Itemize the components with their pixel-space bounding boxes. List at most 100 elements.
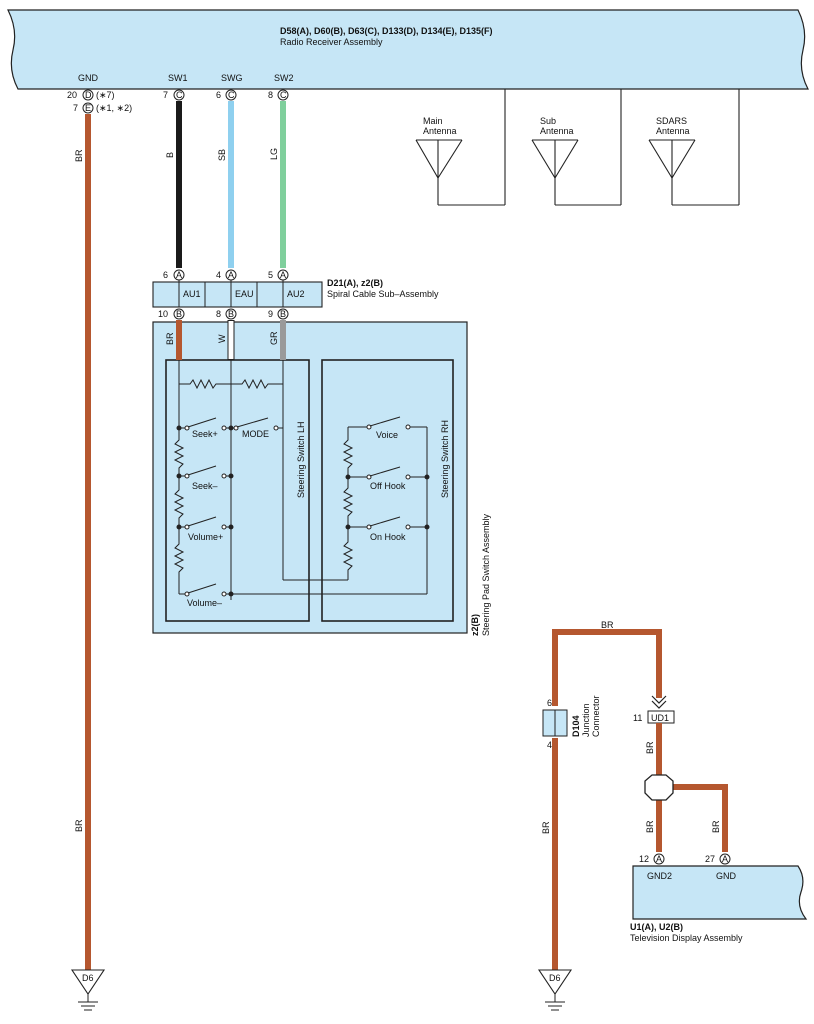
terminal-label: EAU [235, 289, 254, 299]
ground-right: D6 [537, 969, 573, 1011]
connector-letter: E [85, 103, 91, 113]
tv-subtitle: Television Display Assembly [630, 933, 743, 943]
wire-label: W [217, 334, 227, 343]
switch-label: Seek+ [192, 429, 218, 439]
radio-subtitle: Radio Receiver Assembly [280, 37, 383, 47]
pin-num: 4 [216, 270, 221, 280]
pin-num: 27 [705, 854, 715, 864]
resistor-symbol [179, 378, 231, 390]
switch-label: Off Hook [370, 481, 406, 491]
antenna-label: Sub [540, 116, 556, 126]
pin-label-gnd: GND [78, 73, 99, 83]
pin-num: 10 [158, 309, 168, 319]
steering-switch-rh-title: Steering Switch RH [440, 420, 450, 498]
connector-circle [173, 89, 185, 101]
steering-pad-assembly: 10 B 8 B 9 B BR W GR [152, 308, 491, 636]
connector-letter: A [656, 854, 662, 864]
connector-circle [277, 89, 289, 101]
connector-letter: A [722, 854, 728, 864]
ground-left: D6 [70, 969, 106, 1011]
wire-label: B [165, 152, 175, 158]
connector-circle [173, 308, 185, 320]
sub-antenna-icon [531, 139, 579, 205]
radio-receiver-assembly: D58(A), D60(B), D63(C), D133(D), D134(E)… [7, 9, 809, 90]
pin-note: (∗7) [96, 90, 115, 100]
antenna-label: Main [423, 116, 443, 126]
rh-circuit [342, 416, 430, 594]
br-top-wire [552, 629, 662, 706]
tv-circuit: BR BR 6 4 D104 Junction Connector UD1 11… [541, 620, 808, 972]
pin-label-swg: SWG [221, 73, 243, 83]
wire-label: LG [269, 148, 279, 160]
ground-label: D6 [549, 973, 561, 983]
pin-num: 4 [547, 740, 552, 750]
pin-label-sw1: SW1 [168, 73, 188, 83]
connector-letter: A [228, 270, 234, 280]
steering-switch-rh-box [321, 359, 454, 622]
pin-label-sw2: SW2 [274, 73, 294, 83]
switch-label: On Hook [370, 532, 406, 542]
main-antenna-icon [415, 139, 463, 205]
wire-label: BR [74, 819, 84, 832]
radio-pins: 20 D (∗7) 7 E (∗1, ∗2) 7 C 6 C 8 C [67, 89, 289, 114]
connector-letter: B [228, 309, 234, 319]
pin-num: 11 [633, 713, 642, 723]
antenna-label: Antenna [656, 126, 690, 136]
steering-pad-title: z2(B) [470, 614, 480, 636]
ground-label: D6 [82, 973, 94, 983]
junction-subtitle: Junction [581, 703, 591, 737]
wire-label: BR [601, 620, 614, 630]
resistor-symbol [231, 378, 283, 390]
wire-label: BR [541, 821, 551, 834]
pin-num: 20 [67, 90, 77, 100]
connector-letter: C [280, 90, 287, 100]
pin-num: 7 [163, 90, 168, 100]
switch-label: Volume+ [188, 532, 223, 542]
antenna-labels: Main Antenna Sub Antenna SDARS Antenna [423, 116, 690, 136]
wire-label: BR [165, 332, 175, 345]
tv-pin-label: GND [716, 871, 737, 881]
connector-circle [277, 308, 289, 320]
pin-num: 8 [216, 309, 221, 319]
terminal-label: AU2 [287, 289, 305, 299]
connector-letter: B [176, 309, 182, 319]
wire-label: BR [645, 820, 655, 833]
connector-circle [82, 102, 94, 114]
sdars-antenna-icon [648, 139, 696, 205]
radio-title: D58(A), D60(B), D63(C), D133(D), D134(E)… [280, 26, 493, 36]
pin-num: 6 [547, 698, 552, 708]
terminal-label: AU1 [183, 289, 201, 299]
tv-pin-label: GND2 [647, 871, 672, 881]
connector-circle [225, 89, 237, 101]
pin-num: 8 [268, 90, 273, 100]
radio-wires [85, 101, 286, 972]
pin-num: 7 [73, 103, 78, 113]
lh-circuit [173, 360, 427, 600]
wire-color-labels: BR BR B SB LG [74, 148, 279, 832]
junction-title: D104 [571, 715, 581, 737]
wire-label: GR [269, 331, 279, 345]
television-display-box [632, 865, 808, 920]
pin-num: 6 [163, 270, 168, 280]
ground-point-icon [70, 969, 106, 995]
connector-letter: A [176, 270, 182, 280]
ud1-label: UD1 [651, 713, 669, 723]
antenna-label: Antenna [423, 126, 457, 136]
connector-letter: C [228, 90, 235, 100]
steering-switch-lh-title: Steering Switch LH [296, 421, 306, 498]
spiral-subtitle: Spiral Cable Sub–Assembly [327, 289, 439, 299]
steering-pad-subtitle: Steering Pad Switch Assembly [481, 513, 491, 636]
wire-label: BR [711, 820, 721, 833]
spiral-cable: 6 A 4 A 5 A AU1 EAU AU2 D21(A), z2(B) Sp… [152, 269, 439, 308]
connector-letter: D [85, 90, 92, 100]
splice-point-icon [644, 774, 674, 801]
connector-letter: C [176, 90, 183, 100]
antenna-label: Antenna [540, 126, 574, 136]
connector-letter: B [280, 309, 286, 319]
connector-circle [82, 89, 94, 101]
switch-label: MODE [242, 429, 269, 439]
junction-subtitle: Connector [591, 695, 601, 737]
wire-label: SB [217, 149, 227, 161]
antennas [415, 89, 740, 206]
